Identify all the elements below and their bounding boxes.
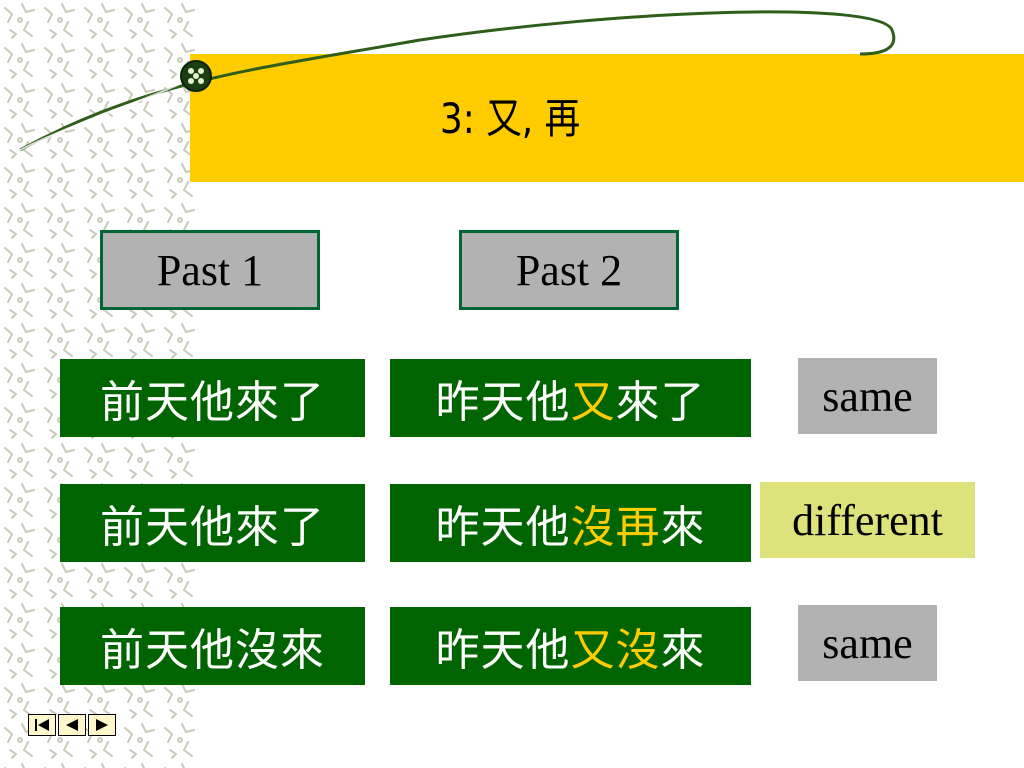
past2-phrase: 昨天他沒再來: [390, 484, 751, 562]
past1-phrase: 前天他來了: [60, 484, 365, 562]
highlight-word: 沒再: [570, 502, 661, 553]
first-slide-button[interactable]: [28, 714, 56, 736]
phrase-suffix: 來: [660, 625, 706, 676]
past1-phrase: 前天他沒來: [60, 607, 365, 685]
relation-badge: same: [798, 605, 937, 681]
highlight-word: 又: [570, 377, 616, 428]
highlight-word: 又沒: [570, 625, 661, 676]
phrase-suffix: 來: [660, 502, 706, 553]
relation-badge: different: [760, 482, 975, 558]
next-slide-icon: [96, 719, 108, 731]
phrase-prefix: 昨天他: [435, 625, 571, 676]
slide-navigation: [28, 714, 116, 738]
past1-phrase: 前天他來了: [60, 359, 365, 437]
relation-badge: same: [798, 358, 937, 434]
title-band: [190, 54, 1024, 182]
slide-title: 3: 又, 再: [440, 94, 581, 143]
past2-phrase: 昨天他又來了: [390, 359, 751, 437]
previous-slide-icon: [66, 719, 78, 731]
header-past-1: Past 1: [100, 230, 320, 310]
header-past-2: Past 2: [459, 230, 679, 310]
phrase-prefix: 昨天他: [435, 377, 571, 428]
phrase-prefix: 昨天他: [435, 502, 571, 553]
next-slide-button[interactable]: [88, 714, 116, 736]
phrase-suffix: 來了: [615, 377, 706, 428]
past2-phrase: 昨天他又沒來: [390, 607, 751, 685]
first-slide-icon: [35, 719, 49, 731]
previous-slide-button[interactable]: [58, 714, 86, 736]
